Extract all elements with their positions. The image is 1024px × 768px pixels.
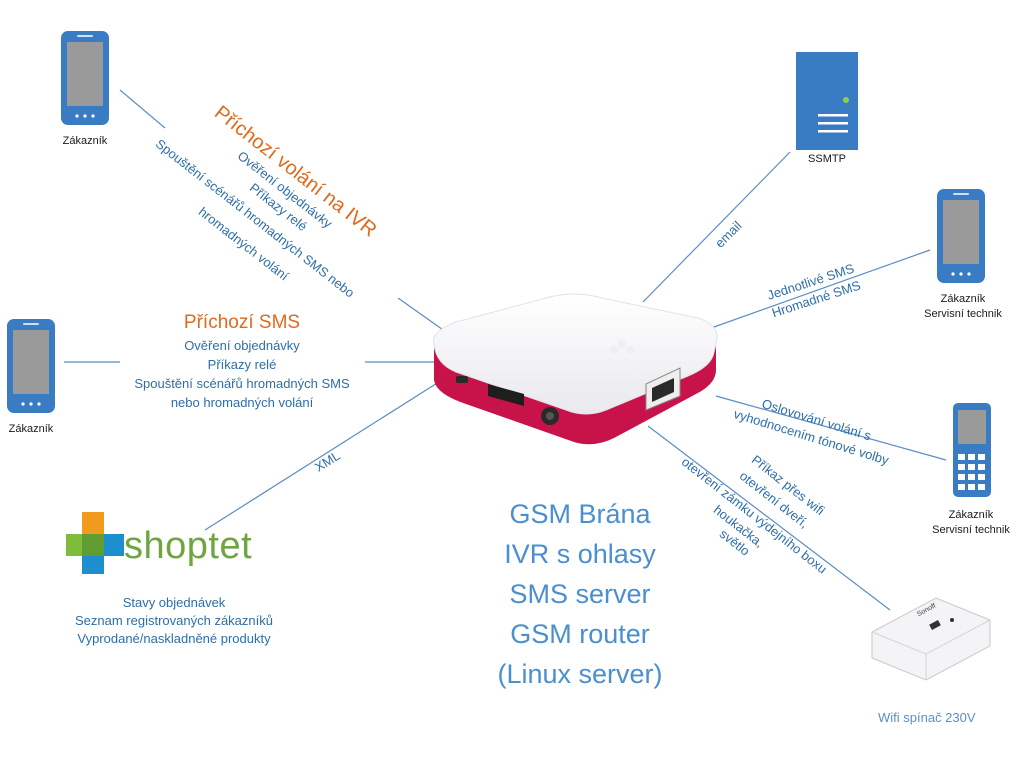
line-sms-out	[699, 249, 931, 333]
line-shoptet-to-device	[204, 379, 443, 531]
center-line-2: IVR s ohlasy	[504, 539, 656, 569]
server-icon	[796, 52, 858, 150]
customer-left-label: Zákazník	[8, 423, 54, 435]
wifi-switch-label: Wifi spínač 230V	[878, 710, 976, 725]
shoptet-description: Stavy objednávek Seznam registrovaných z…	[44, 594, 304, 648]
phone-icon	[7, 319, 55, 413]
phone-icon	[61, 31, 109, 125]
center-title: GSM Brána IVR s ohlasy SMS server GSM ro…	[470, 494, 690, 694]
customer-tech-2-line-1: Zákazník	[948, 509, 994, 521]
phone-icon	[937, 189, 985, 283]
incoming-sms-title: Příchozí SMS	[183, 312, 301, 333]
incoming-sms-line-1: Ověření objednávky	[184, 338, 300, 353]
keypad-phone-icon	[953, 403, 991, 497]
ssmtp-label: SSMTP	[808, 153, 846, 165]
center-line-1: GSM Brána	[509, 499, 651, 529]
shoptet-logo: shoptet	[66, 512, 286, 576]
center-line-4: GSM router	[510, 619, 650, 649]
shoptet-wordmark: shoptet	[124, 525, 253, 567]
incoming-sms-block: Příchozí SMS Ověření objednávky Příkazy …	[106, 310, 378, 412]
wifi-switch-device	[871, 597, 991, 681]
shoptet-line-2: Seznam registrovaných zákazníků	[75, 613, 273, 628]
customer-tech-1-line-2: Servisní technik	[924, 308, 1002, 320]
incoming-sms-line-4: nebo hromadných volání	[170, 395, 314, 410]
incoming-sms-line-2: Příkazy relé	[207, 357, 277, 372]
customer-tech-1-line-1: Zákazník	[940, 293, 986, 305]
gsm-gateway-device	[432, 293, 718, 445]
shoptet-line-1: Stavy objednávek	[122, 595, 226, 610]
customer-tech-2: Zákazník Servisní technik	[918, 508, 1024, 538]
center-line-3: SMS server	[509, 579, 651, 609]
customer-tech-1: Zákazník Servisní technik	[910, 292, 1016, 322]
line-email	[642, 151, 791, 303]
incoming-sms-line-3: Spouštění scénářů hromadných SMS	[134, 376, 350, 391]
line-top-customer	[119, 89, 166, 129]
customer-tech-2-line-2: Servisní technik	[932, 524, 1010, 536]
line-calls-to-device	[397, 297, 447, 333]
line-wifi	[647, 425, 891, 611]
center-line-5: (Linux server)	[497, 659, 663, 689]
shoptet-line-3: Vyprodané/naskladněné produkty	[77, 631, 271, 646]
customer-top-label: Zákazník	[62, 135, 108, 147]
shoptet-squares-icon	[66, 512, 124, 574]
line-calls-out	[715, 395, 947, 461]
